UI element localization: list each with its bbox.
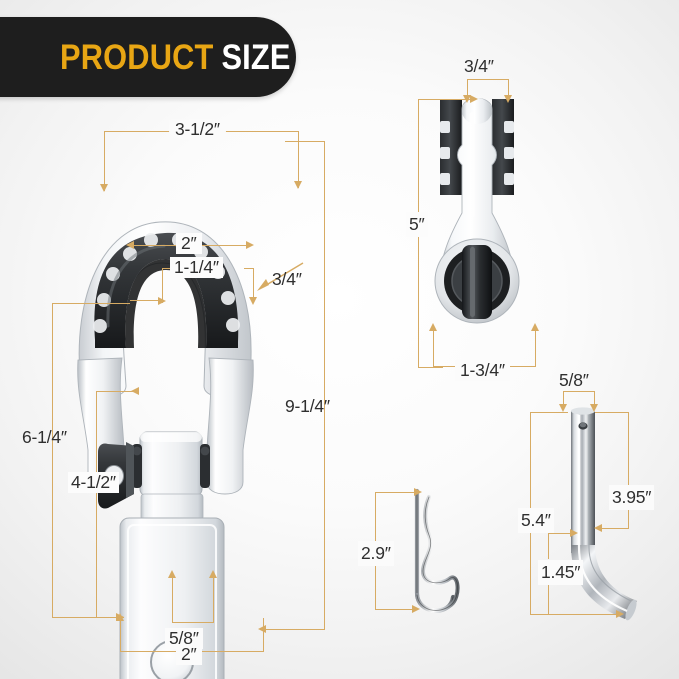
label-clip-length: 2.9″	[358, 541, 394, 566]
label-base-diameter: 1-3/4″	[455, 360, 510, 381]
banner-word-size: SIZE	[221, 37, 291, 77]
label-hole-diameter: 5/8″	[165, 628, 203, 649]
label-shank-width: 2″	[176, 644, 202, 665]
label-straight-length: 3.95″	[609, 485, 655, 510]
label-leg-thickness: 3/4″	[272, 269, 302, 289]
hitch-pin-artwork	[555, 405, 660, 630]
r-clip-artwork	[395, 485, 495, 625]
label-side-height: 5″	[406, 212, 428, 237]
label-bow-thickness: 3/4″	[464, 56, 494, 76]
banner-word-product: PRODUCT	[60, 37, 214, 77]
shackle-front-artwork	[48, 130, 298, 679]
label-shank-length: 4-1/2″	[68, 472, 119, 493]
label-overall-length: 5.4″	[518, 508, 554, 533]
label-bow-width: 3-1/2″	[169, 119, 226, 140]
shackle-side-artwork	[418, 85, 568, 360]
label-overall-height: 9-1/4″	[285, 396, 330, 416]
label-pin-diameter: 5/8″	[559, 370, 589, 390]
label-pin-gap: 1-1/4″	[170, 257, 223, 278]
label-shank-height: 6-1/4″	[22, 427, 67, 447]
label-inner-opening: 2″	[176, 233, 202, 254]
label-bend-offset: 1.45″	[538, 560, 584, 585]
